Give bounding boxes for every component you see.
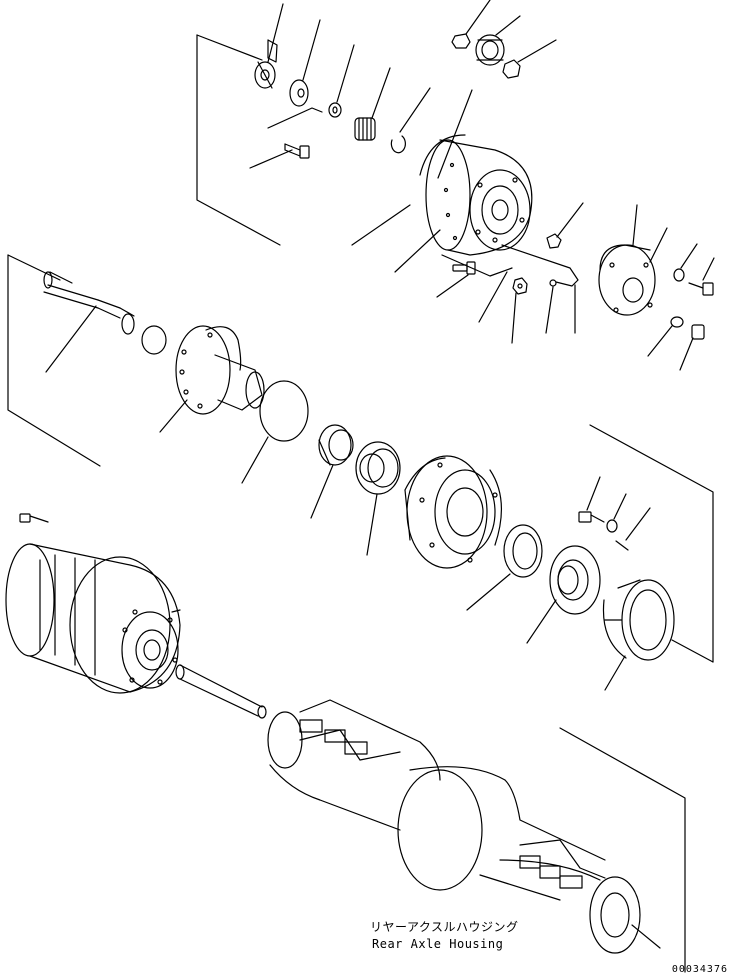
leader-lock-plate (267, 3, 284, 63)
pin-mid-right (615, 540, 629, 551)
leader-bolt-right (702, 257, 715, 281)
leader-seal-retainer (526, 599, 557, 644)
hub-nut (546, 233, 562, 249)
leader-wheel-nut (511, 292, 517, 344)
rear-axle-housing (267, 699, 641, 954)
hub-flange (175, 325, 265, 415)
leader-hub (394, 229, 441, 273)
group-bracket-right (589, 424, 714, 663)
group-bracket-top-stub (196, 34, 263, 61)
leader-wheel-nut-2 (478, 271, 508, 323)
leader-bolt-top-left (249, 149, 293, 169)
o-ring-hub (419, 134, 466, 176)
snap-ring (390, 135, 406, 154)
group-bracket-left (7, 254, 101, 467)
group-bracket-bottom (559, 727, 686, 973)
caption-english: Rear Axle Housing (372, 937, 504, 951)
o-ring-large (259, 380, 309, 442)
leader-hub-nut (556, 202, 584, 238)
caption-japanese: リヤーアクスルハウジング (370, 920, 519, 934)
leader-bolt-mid-right (586, 476, 601, 511)
bearing-cup (355, 441, 401, 495)
brake-drum-ring (602, 579, 675, 661)
bolt-right-lower (691, 324, 705, 340)
needle-bearing (354, 117, 376, 141)
bolt-top-left (284, 143, 310, 159)
plug-right (670, 316, 684, 328)
leader-hub-flange (159, 399, 188, 433)
bolt-mid-right (578, 511, 605, 523)
small-spacer (328, 102, 342, 118)
nut-top-right (502, 59, 521, 79)
drawing-number: 00034376 (671, 964, 728, 975)
small-ball (549, 279, 557, 287)
leader-washer-mid-right (613, 493, 627, 520)
seal-retainer (549, 545, 601, 615)
bearing-cone (318, 424, 354, 466)
leader-cover-plate-2 (649, 227, 668, 263)
leader-axle-shaft (45, 305, 97, 373)
axle-shaft-upper (43, 271, 135, 335)
leader-hub-oring (351, 204, 411, 246)
leader-brake-drum (604, 655, 626, 691)
leader-needle-bearing (371, 67, 391, 119)
leader-small-spacer (336, 44, 355, 103)
leader-bearing-cup-2 (466, 573, 511, 611)
final-drive-assembly (5, 543, 181, 694)
group-bracket-left-stub (7, 254, 61, 281)
leader-bolt-right-lower (679, 337, 694, 371)
washer-right (673, 268, 685, 282)
bearing-cup-2 (503, 524, 543, 578)
leader-plug-right (647, 325, 673, 357)
leader-ball (545, 286, 554, 334)
bolt-right (688, 282, 714, 296)
hub-bolt (452, 261, 476, 275)
leader-planet-gear (495, 15, 521, 36)
group-bracket-right-stub (671, 639, 714, 663)
leader-thrust-washer (302, 19, 321, 81)
pin-rod (501, 244, 579, 287)
bolt-left-small (19, 513, 49, 523)
thrust-washer (289, 79, 309, 107)
leader-nut-top-right (517, 39, 557, 63)
leader-bearing-cone (310, 464, 334, 519)
lock-plate (254, 61, 276, 89)
leader-snap-ring (399, 87, 431, 133)
bracket-bolt-top-left (267, 107, 323, 129)
wheel-bolt-nut (512, 277, 528, 295)
group-bracket-top (196, 34, 281, 246)
nut-top (451, 33, 471, 49)
leader-hub-bolt (436, 274, 469, 298)
snap-ring-shaft (141, 325, 167, 355)
leader-washer-right (680, 243, 698, 269)
bracket-hub-bolt (441, 254, 513, 277)
tab-lock-plate (267, 39, 278, 63)
leader-o-ring-large (241, 436, 269, 484)
cover-plate (598, 244, 656, 316)
leader-hub-top (437, 89, 473, 179)
leader-nut-top (465, 0, 491, 35)
planet-gear-bearing (475, 34, 505, 66)
leader-final-drive (171, 609, 181, 613)
leader-pin-mid-right (625, 507, 651, 541)
axle-shaft-lower (175, 664, 267, 719)
ring-gear-hub (404, 455, 503, 569)
leader-bearing-cup (366, 493, 378, 556)
washer-mid-right (606, 519, 618, 533)
leader-housing (631, 924, 661, 949)
leader-cover-plate (632, 204, 638, 246)
planet-carrier-hub (425, 139, 533, 256)
